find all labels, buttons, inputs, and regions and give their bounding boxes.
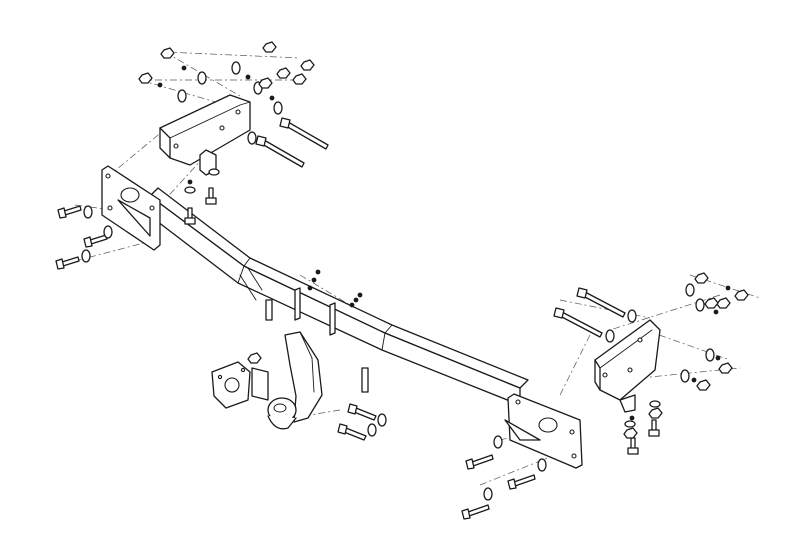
small-parts (157, 65, 731, 421)
left-mounting-bracket (159, 94, 251, 176)
socket-plate (211, 361, 269, 409)
left-end-plate (101, 165, 161, 251)
right-end-plate (504, 393, 583, 469)
right-mounting-bracket (594, 319, 661, 413)
tow-ball-neck (284, 331, 323, 423)
washers (81, 61, 715, 501)
main-crossbar (144, 187, 529, 406)
nuts (138, 41, 749, 439)
bolts (55, 117, 660, 520)
center-tabs (265, 287, 369, 393)
tow-ball (267, 397, 297, 430)
